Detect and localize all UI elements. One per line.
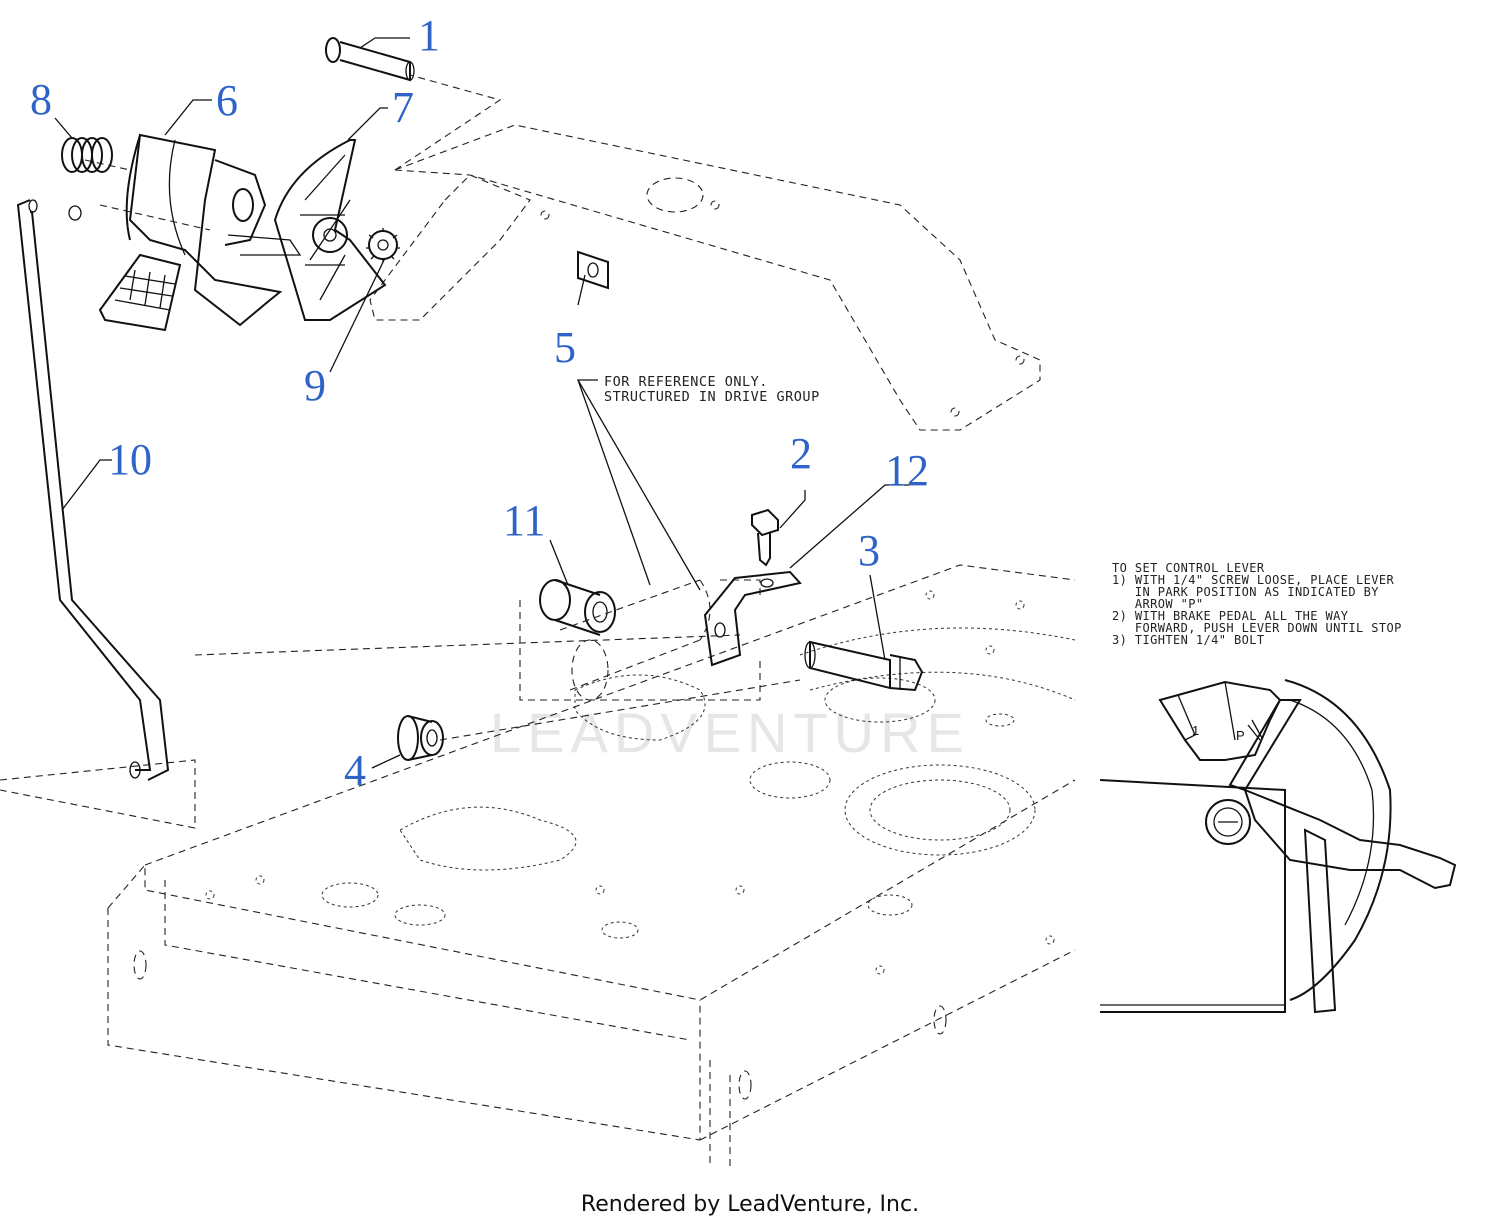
callout-6: 6	[216, 76, 238, 125]
detail-mark-one: 1	[1192, 723, 1199, 738]
shaft-reference-outline	[559, 579, 711, 701]
setup-line-1: TO SET CONTROL LEVER	[1112, 561, 1265, 575]
callout-10: 10	[108, 435, 152, 484]
watermark: LEADVENTURE	[490, 701, 970, 764]
callout-12: 12	[885, 446, 929, 495]
setup-line-3: IN PARK POSITION AS INDICATED BY	[1112, 585, 1379, 599]
setup-line-4: ARROW "P"	[1112, 597, 1204, 611]
callout-11: 11	[503, 496, 545, 545]
callout-2: 2	[790, 429, 812, 478]
part-9-star-washer	[366, 228, 400, 262]
part-10-control-rod	[16, 199, 170, 781]
part-11-spacer	[539, 579, 616, 636]
fender-reference-outline	[369, 124, 1041, 600]
callout-4: 4	[344, 746, 366, 795]
rendered-by-credit: Rendered by LeadVenture, Inc.	[580, 1192, 920, 1217]
callout-5: 5	[554, 323, 576, 372]
callout-1: 1	[418, 11, 440, 60]
part-6-control-lever	[98, 133, 302, 332]
setup-line-6: FORWARD, PUSH LEVER DOWN UNTIL STOP	[1112, 621, 1402, 635]
reference-note-line-2: STRUCTURED IN DRIVE GROUP	[604, 389, 820, 405]
setup-line-7: 3) TIGHTEN 1/4" BOLT	[1112, 633, 1265, 647]
detail-mark-park: P	[1236, 728, 1245, 743]
exploded-view-drawing: LEADVENTURE	[0, 11, 1457, 1170]
reference-note: FOR REFERENCE ONLY. STRUCTURED IN DRIVE …	[604, 374, 820, 405]
callout-9: 9	[304, 361, 326, 410]
part-5-clip	[577, 250, 609, 290]
callout-3: 3	[858, 526, 880, 575]
part-2-screw	[751, 508, 779, 567]
setup-instructions: TO SET CONTROL LEVER 1) WITH 1/4" SCREW …	[1112, 561, 1402, 647]
reference-note-line-1: FOR REFERENCE ONLY.	[604, 374, 768, 390]
part-3-hex-bolt	[804, 640, 924, 692]
part-4-flange-bushing	[397, 715, 444, 761]
leader-lines	[54, 37, 910, 769]
projection-lines	[0, 74, 801, 829]
part-8-spring	[61, 137, 113, 173]
callout-7: 7	[392, 83, 414, 132]
detail-view-lever-setting: 1 P	[1099, 679, 1457, 1014]
part-1-shoulder-bolt	[325, 37, 415, 82]
setup-line-2: 1) WITH 1/4" SCREW LOOSE, PLACE LEVER	[1112, 573, 1394, 587]
part-12-bracket	[703, 570, 802, 667]
callout-8: 8	[30, 75, 52, 124]
setup-line-5: 2) WITH BRAKE PEDAL ALL THE WAY	[1112, 609, 1349, 623]
part-7-sector-plate	[273, 139, 387, 321]
callout-numbers: 1 2 3 4 5 6 7 8 9 10 11 12	[30, 11, 929, 795]
frame-reference-outline	[107, 564, 1076, 1170]
